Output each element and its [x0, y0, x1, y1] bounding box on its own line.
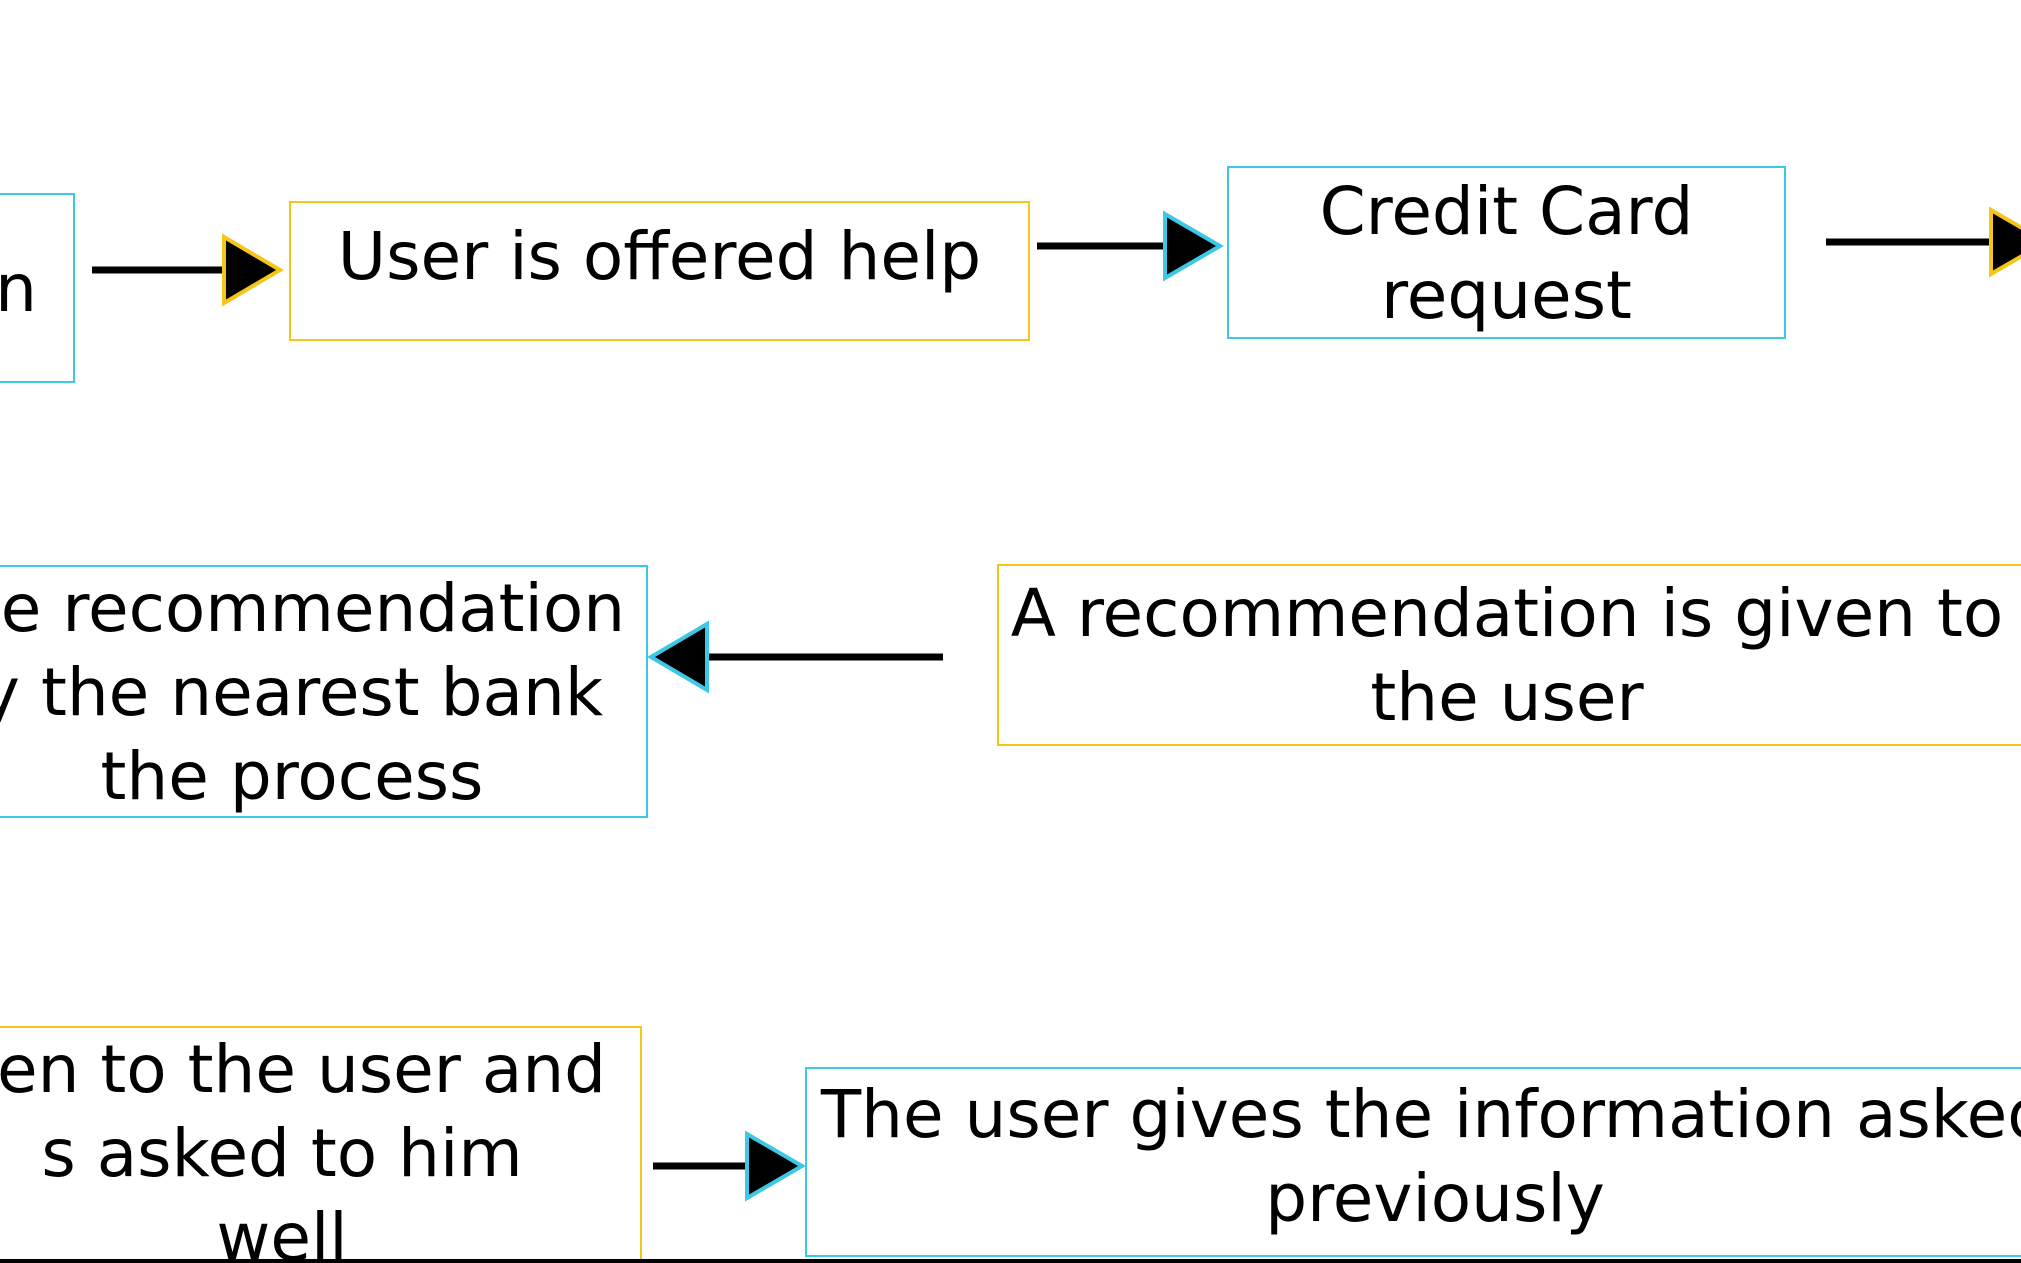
node-n1: User is offered help [289, 201, 1030, 341]
node-n4-text: he recommendation y the nearest bank the… [0, 567, 642, 816]
arrowhead [222, 233, 284, 307]
node-line: n [0, 247, 37, 331]
arrow-n5-to-n6 [653, 1130, 806, 1202]
node-n2: Credit Card request [1227, 166, 1786, 339]
node-n5-text: ven to the user and s asked to him well [0, 1028, 622, 1261]
node-line: the user [1370, 659, 1644, 736]
node-line: s asked to him [41, 1115, 523, 1192]
node-line: well [216, 1199, 348, 1261]
node-line: y the nearest bank [0, 654, 604, 731]
node-line: ven to the user and [0, 1031, 607, 1108]
arrow-n3-to-n4 [647, 620, 943, 694]
node-n0-text: n [0, 247, 37, 331]
node-line: User is offered help [337, 218, 982, 295]
node-n3: A recommendation is given to the user [997, 564, 2021, 746]
arrow-n1-to-n2 [1037, 210, 1224, 282]
node-line: A recommendation is given to [1010, 575, 2004, 652]
node-n6: The user gives the information asked pre… [805, 1067, 2021, 1257]
node-n2-text: Credit Card request [1229, 170, 1784, 337]
arrowhead [647, 620, 709, 694]
node-line: request [1381, 257, 1632, 334]
node-line: he recommendation [0, 570, 626, 647]
node-n5: ven to the user and s asked to him well [0, 1026, 642, 1261]
bottom-edge [0, 1259, 2021, 1263]
node-line: The user gives the information asked [820, 1076, 2021, 1153]
node-n3-text: A recommendation is given to the user [999, 572, 2015, 740]
node-n1-text: User is offered help [291, 215, 1028, 299]
node-line: previously [1265, 1160, 1605, 1237]
node-n0: n [0, 193, 75, 383]
node-n4: he recommendation y the nearest bank the… [0, 565, 648, 818]
node-n6-text: The user gives the information asked pre… [807, 1073, 2021, 1241]
arrow-n2-to-next [1826, 206, 2021, 278]
arrowhead [1989, 206, 2021, 278]
node-line: the process [100, 738, 484, 815]
arrowhead [1163, 210, 1224, 282]
arrow-n0-to-n1 [92, 233, 284, 307]
arrowhead [745, 1130, 806, 1202]
node-line: Credit Card [1319, 173, 1694, 250]
